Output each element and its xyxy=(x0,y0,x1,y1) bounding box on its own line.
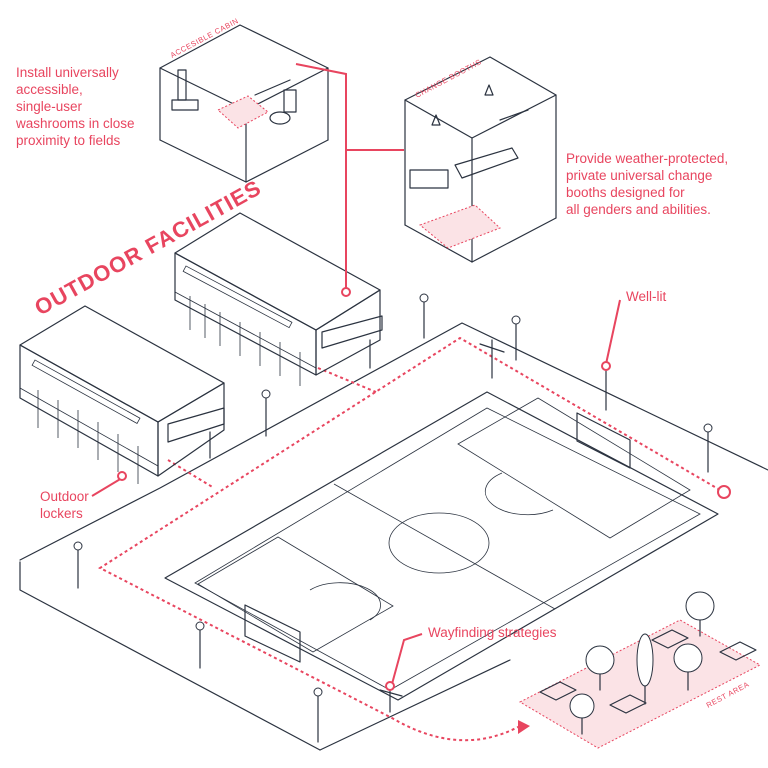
tree xyxy=(673,643,703,691)
picnic-table xyxy=(719,641,757,661)
change-booths xyxy=(404,56,557,263)
tree xyxy=(636,633,654,705)
site-path-outline xyxy=(19,322,768,751)
washrooms-note-line: Install universally xyxy=(16,65,119,80)
accessible-cabin-label: ACCESIBLE CABIN xyxy=(169,16,240,60)
wayfinding-route xyxy=(97,336,731,742)
washrooms-note-line: washrooms in close xyxy=(16,116,135,131)
lamp-post xyxy=(195,621,205,669)
change-booths-label: CHANGE BOOTHS xyxy=(414,57,483,100)
lamp-post xyxy=(73,541,83,589)
picnic-table xyxy=(609,694,647,714)
lamp-post xyxy=(313,687,323,743)
lockers-note-line: Outdoor xyxy=(40,489,89,504)
washrooms-note: Install universally accessible, single-u… xyxy=(16,64,135,149)
soccer-field xyxy=(164,391,719,701)
washrooms-note-line: accessible, xyxy=(16,82,83,97)
lockers-note: Outdoor lockers xyxy=(40,488,89,522)
accessible-cabin xyxy=(159,24,329,183)
building-front xyxy=(19,305,225,484)
lamp-post xyxy=(419,293,429,339)
well-lit-note: Well-lit xyxy=(626,289,667,304)
change-booths-note: Provide weather-protected, private unive… xyxy=(566,150,728,218)
change-booths-note-line: all genders and abilities. xyxy=(566,202,711,217)
washrooms-note-line: proximity to fields xyxy=(16,133,121,148)
change-booths-note-line: Provide weather-protected, xyxy=(566,151,729,166)
page-title: OUTDOOR FACILITIES xyxy=(30,175,265,321)
rest-area xyxy=(518,591,762,749)
leader-lines xyxy=(91,63,621,691)
lockers-note-line: lockers xyxy=(40,506,83,521)
signposts xyxy=(379,339,505,713)
change-booths-note-line: private universal change xyxy=(566,168,713,183)
building-rear xyxy=(174,212,383,386)
tree xyxy=(569,693,595,735)
picnic-table xyxy=(539,681,577,701)
lamp-post xyxy=(703,423,713,473)
lamp-post xyxy=(261,389,271,437)
wayfinding-note: Wayfinding strategies xyxy=(428,625,557,640)
lamp-post xyxy=(511,315,521,361)
picnic-table xyxy=(651,629,689,649)
tree xyxy=(585,645,615,691)
washrooms-note-line: single-user xyxy=(16,99,83,114)
tree xyxy=(685,591,715,637)
change-booths-note-line: booths designed for xyxy=(566,185,685,200)
